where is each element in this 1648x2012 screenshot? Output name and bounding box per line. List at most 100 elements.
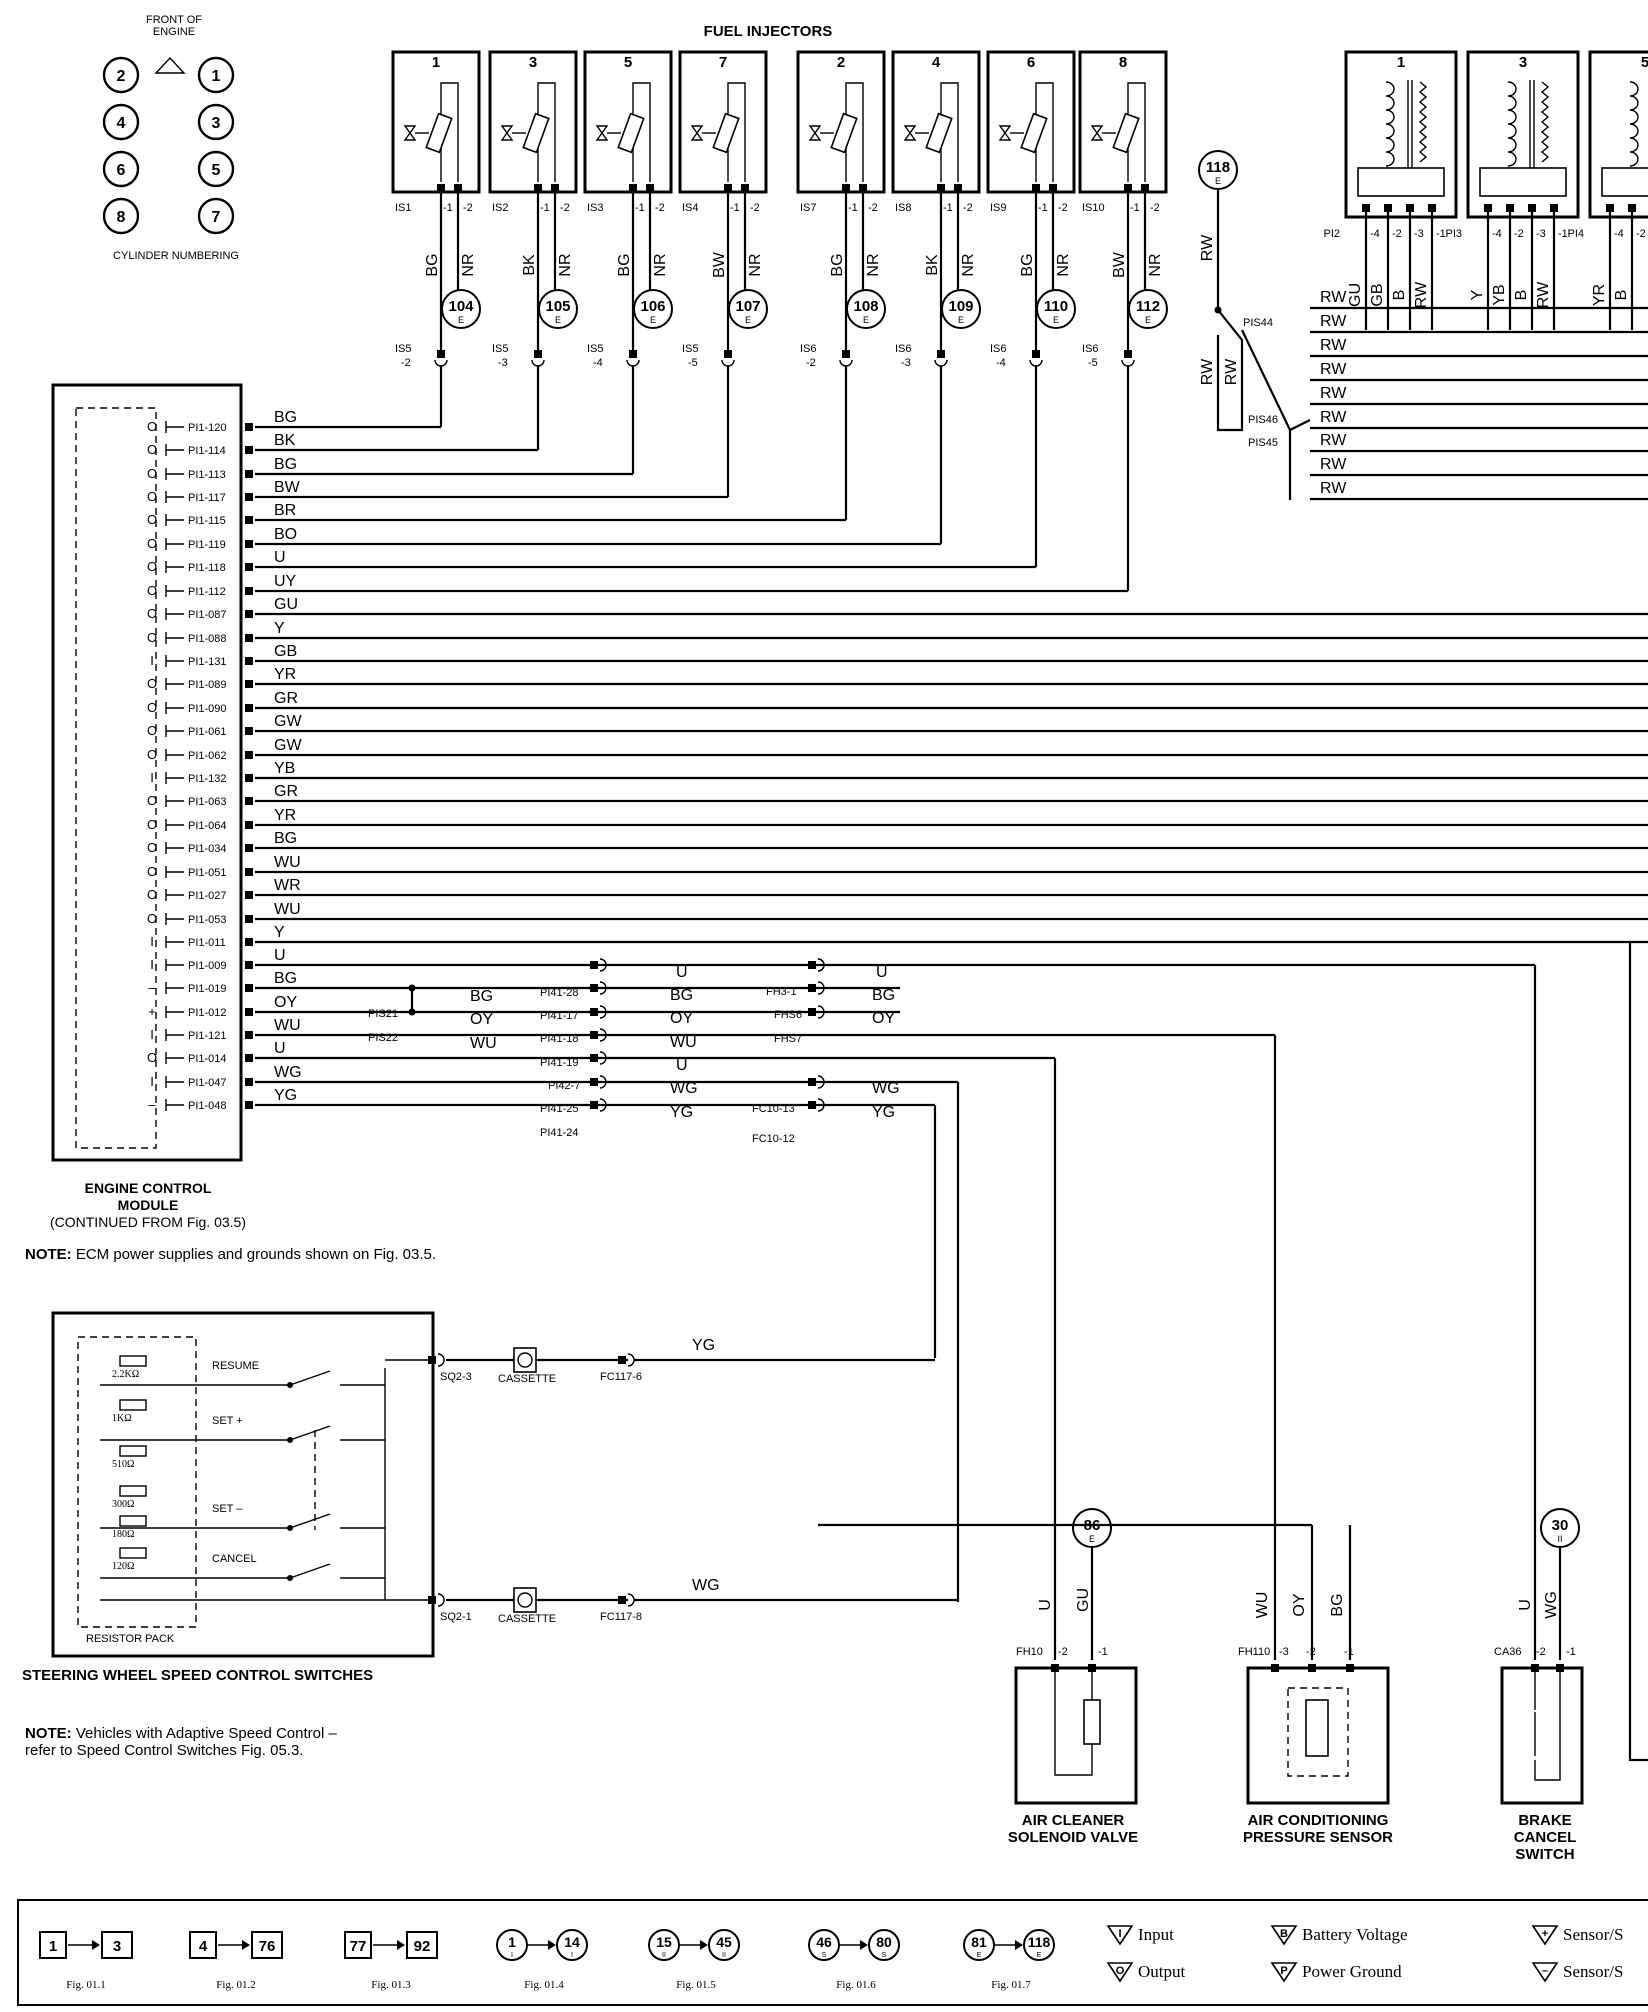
ecm-pin-label: PI1-113: [188, 469, 226, 481]
wire-color-label: GU: [1075, 1588, 1092, 1612]
svg-text:81: 81: [971, 1934, 987, 1950]
ecm-pin-label: PI1-118: [188, 562, 226, 574]
note-adaptive-line2: refer to Speed Control Switches Fig. 05.…: [25, 1742, 303, 1759]
ecm-pin-connector: [245, 470, 253, 478]
connector-pin: [1531, 1664, 1539, 1672]
sq2-connector-icon: [428, 1593, 445, 1607]
ecm-title-line1: ENGINE CONTROL: [85, 1180, 212, 1196]
splice-socket-icon: [934, 350, 948, 367]
wire-color-label: YR: [274, 666, 296, 683]
pin-label: -1: [943, 202, 953, 214]
connector-label: FH3-1: [766, 986, 797, 998]
ecm-pin-label: PI1-119: [188, 539, 226, 551]
svg-text:80: 80: [876, 1934, 892, 1950]
inline-connector-icon: [808, 981, 825, 995]
ecm-pin-connector: [245, 423, 253, 431]
pin-label: -2: [1514, 228, 1524, 240]
wire-color-label: BW: [1111, 251, 1128, 278]
ecm-io-symbol: O: [147, 911, 157, 926]
pin-label: -1: [1436, 228, 1446, 240]
cylinder-circle: [197, 103, 235, 141]
wire-color-label: BG: [274, 456, 297, 473]
splice-pin-label: -2: [401, 357, 411, 369]
splice-label: IS6: [800, 343, 817, 355]
injector-pin: [454, 184, 462, 192]
resistor-icon: [119, 1547, 147, 1559]
connector-label: SQ2-1: [440, 1611, 472, 1623]
wire-color-label: RW: [1320, 385, 1347, 402]
svg-text:II: II: [1557, 1534, 1562, 1544]
pin-label: -2: [1058, 202, 1068, 214]
injector-number: 3: [529, 54, 537, 71]
ecm-pin-connector: [245, 446, 253, 454]
splice-label: IS5: [395, 343, 412, 355]
pin-label: -3: [1414, 228, 1424, 240]
wire-color-label: BW: [711, 251, 728, 278]
wire-color-label: B: [1391, 290, 1408, 301]
wire-color-label: GR: [274, 690, 298, 707]
wire-color-label: RW: [1320, 409, 1347, 426]
solenoid-icon: [617, 112, 645, 154]
wire-color-label: BR: [274, 502, 296, 519]
wire-color-label: Y: [274, 924, 285, 941]
coil-number: 5: [1641, 54, 1648, 71]
wire-color-label: WG: [692, 1577, 720, 1594]
steering-switches-title: STEERING WHEEL SPEED CONTROL SWITCHES: [22, 1667, 373, 1684]
ecm-pin-connector: [245, 961, 253, 969]
wire-color-label: Y: [1469, 289, 1486, 300]
ecm-pin-label: PI1-087: [188, 609, 227, 621]
inline-connector-icon: [808, 1098, 825, 1112]
ecm-pin-connector: [245, 984, 253, 992]
coil-pin: [1406, 204, 1414, 212]
svg-text:I: I: [511, 1952, 513, 1959]
pin-label: -1: [1344, 1646, 1354, 1658]
wire-color-label: BW: [274, 479, 301, 496]
switch-blade-icon: [289, 1425, 331, 1441]
ecm-io-symbol: O: [147, 676, 157, 691]
ecm-pin-connector: [245, 587, 253, 595]
splice-pin-label: -2: [806, 357, 816, 369]
connector-pin: [1556, 1664, 1564, 1672]
ecm-pin-connector: [245, 1078, 253, 1086]
connector-label: FH110: [1238, 1646, 1270, 1658]
svg-text:ENGINE: ENGINE: [153, 26, 195, 38]
injector-pin: [437, 184, 445, 192]
splice-pin-label: -5: [1088, 357, 1098, 369]
wire-color-label: B: [1613, 290, 1630, 301]
switch-label: CANCEL: [212, 1553, 257, 1565]
pin-label: -4: [1614, 228, 1624, 240]
ecm-pin-label: PI1-034: [188, 843, 227, 855]
pin-label: -2: [963, 202, 973, 214]
injector-pin: [954, 184, 962, 192]
wire-color-label: YB: [1491, 284, 1508, 305]
legend-symbol: +Sensor/S: [1531, 1925, 1623, 1946]
splice-label: IS6: [1082, 343, 1099, 355]
svg-text:Battery Voltage: Battery Voltage: [1302, 1925, 1408, 1944]
wire-color-label: RW: [1199, 358, 1216, 385]
component-box: [1014, 1666, 1138, 1805]
ecm-io-symbol: O: [147, 747, 157, 762]
coil-pin: [1528, 204, 1536, 212]
connector-pin: [1308, 1664, 1316, 1672]
coil-winding-icon: [1507, 81, 1517, 167]
pin-label: -3: [1536, 228, 1546, 240]
component-title: CANCEL: [1514, 1829, 1577, 1846]
cylinder-number: 6: [117, 162, 126, 179]
splice-socket-icon: [1121, 350, 1135, 367]
ecm-pin-label: PI1-131: [188, 656, 227, 668]
connector-label: PI41-25: [540, 1103, 579, 1115]
svg-text:15: 15: [656, 1934, 672, 1950]
ecm-pin-label: PI1-114: [188, 445, 226, 457]
ecm-pin-label: PI1-088: [188, 633, 227, 645]
pin-label: -1: [635, 202, 645, 214]
